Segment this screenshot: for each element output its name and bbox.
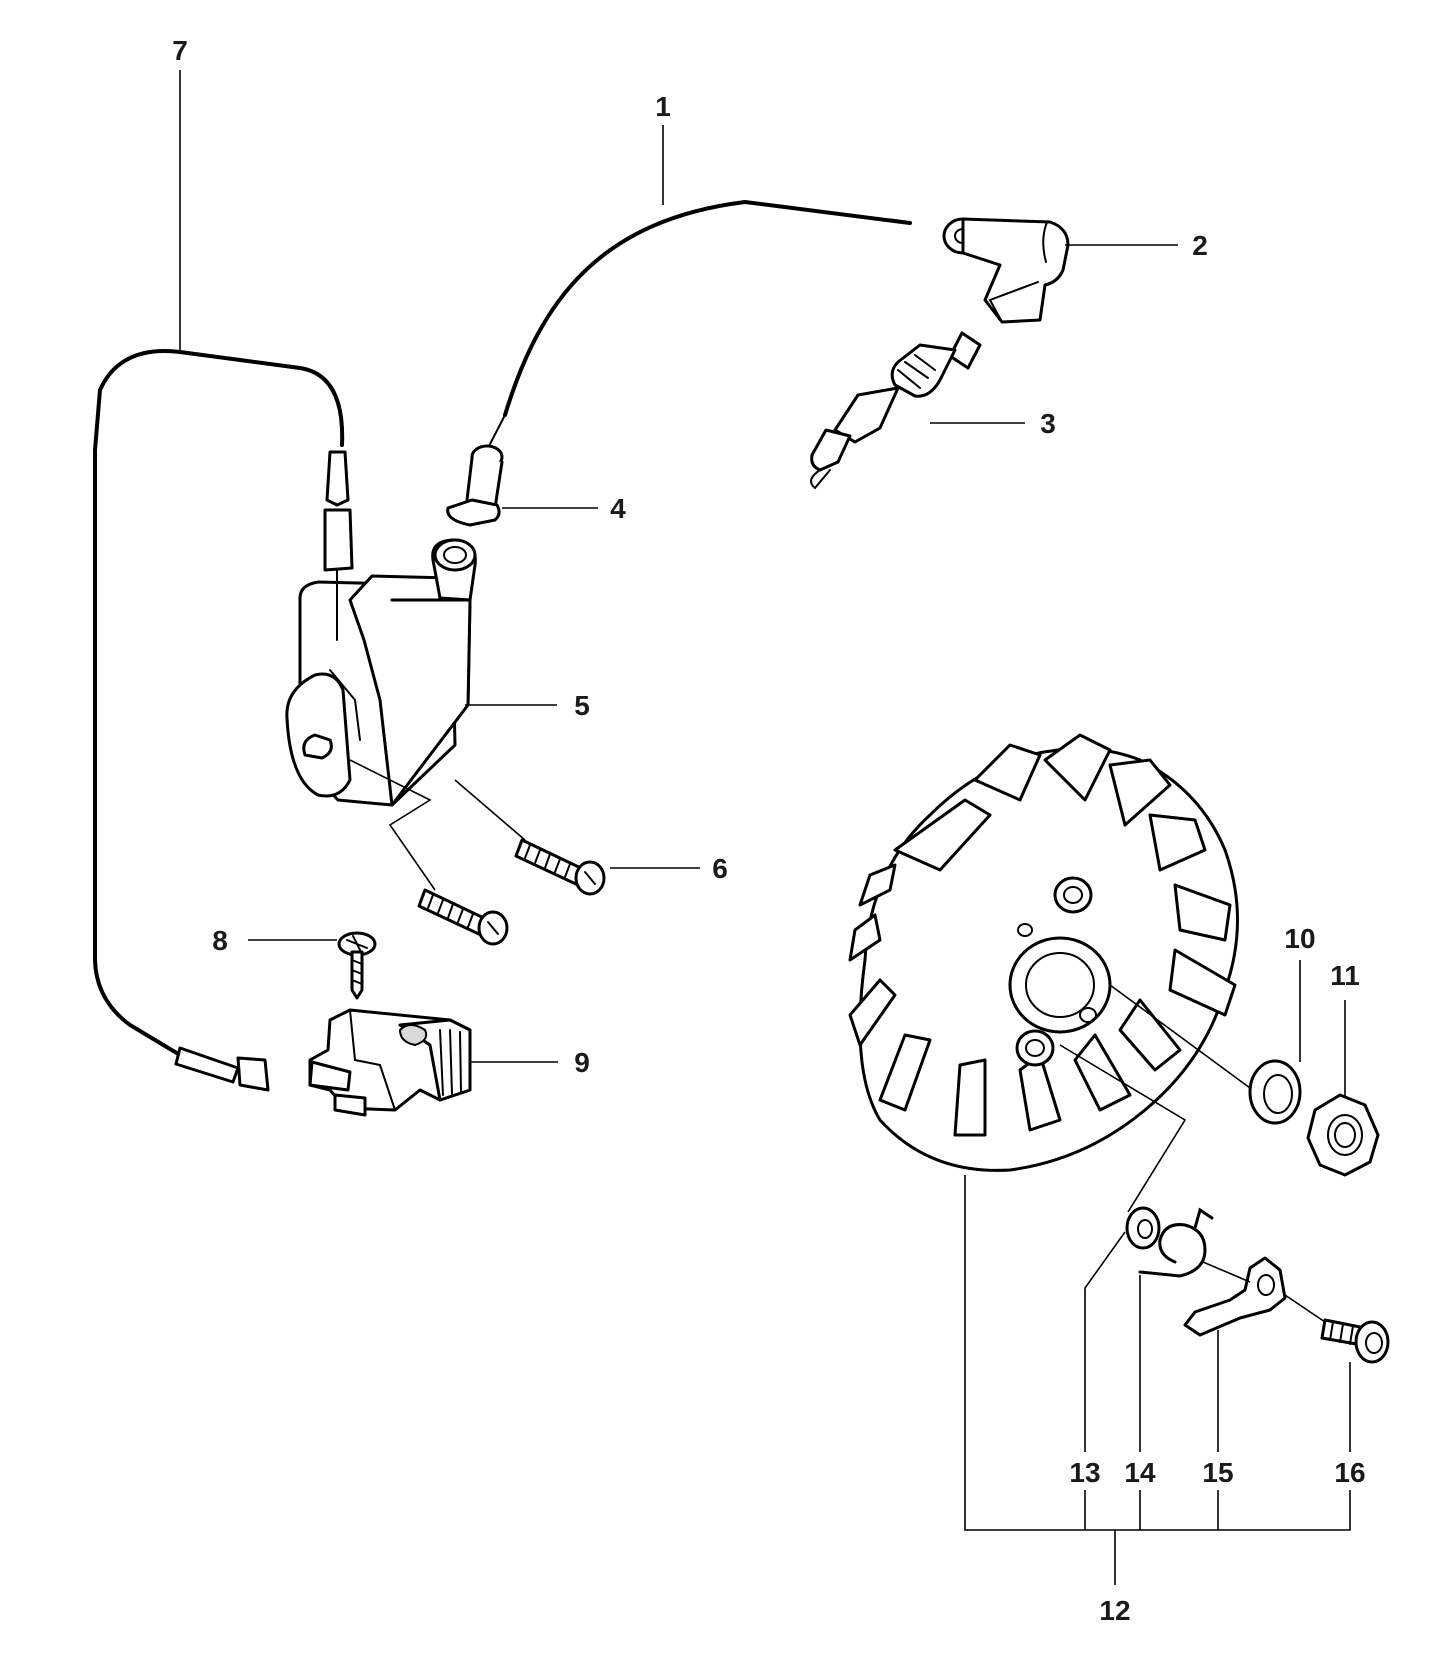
switch-screw[interactable] [337, 931, 377, 1000]
callout-3: 3 [1040, 408, 1056, 439]
pawl-spring[interactable] [1138, 1207, 1214, 1278]
flywheel-nut[interactable] [1306, 1093, 1380, 1177]
callout-10: 10 [1284, 923, 1315, 954]
pawl-screw[interactable] [1320, 1318, 1390, 1364]
callout-7: 7 [172, 35, 188, 66]
callout-4: 4 [610, 493, 626, 524]
ht-lead[interactable] [487, 199, 912, 449]
callout-8: 8 [212, 925, 228, 956]
callout-6: 6 [712, 853, 728, 884]
spark-plug[interactable] [810, 331, 982, 490]
callout-labels: 1 2 3 4 5 6 7 8 9 10 11 12 13 14 15 16 [172, 35, 1365, 1626]
callout-16: 16 [1334, 1457, 1365, 1488]
module-screws[interactable] [417, 838, 606, 946]
pawl-washer[interactable] [1125, 1206, 1161, 1250]
callout-15: 15 [1202, 1457, 1233, 1488]
callout-11: 11 [1330, 960, 1360, 991]
callout-14: 14 [1124, 1457, 1156, 1488]
stop-switch[interactable] [308, 1008, 472, 1117]
callout-12: 12 [1099, 1595, 1130, 1626]
spark-plug-cap[interactable] [942, 217, 1070, 324]
leader-lines [179, 70, 1351, 1585]
coil-boot[interactable] [446, 444, 504, 527]
ignition-module[interactable] [285, 538, 477, 807]
callout-13: 13 [1069, 1457, 1100, 1488]
callout-9: 9 [574, 1047, 590, 1078]
callout-1: 1 [655, 91, 671, 122]
pawl[interactable] [1183, 1256, 1287, 1337]
washer[interactable] [1248, 1059, 1302, 1125]
callout-2: 2 [1192, 230, 1208, 261]
callout-5: 5 [574, 690, 590, 721]
flywheel[interactable] [848, 733, 1239, 1172]
stop-switch-wire[interactable] [93, 349, 354, 1092]
